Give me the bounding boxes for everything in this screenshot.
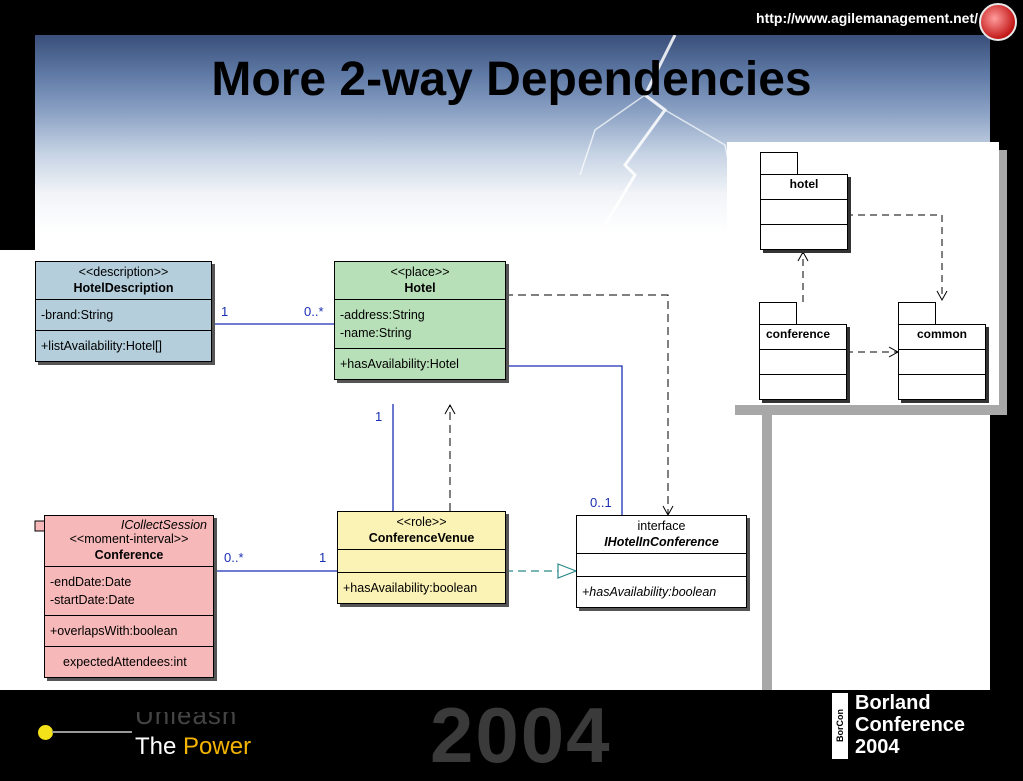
package-row [761, 200, 847, 225]
operations-section: +overlapsWith:boolean [45, 616, 213, 647]
footer-bar [0, 690, 1023, 770]
attributes-section [577, 554, 746, 577]
header-url[interactable]: http://www.agilemanagement.net/ [756, 10, 978, 26]
stereotype-label: <<moment-interval>> [69, 532, 189, 546]
class-conference-venue[interactable]: <<role>> ConferenceVenue +hasAvailabilit… [337, 511, 506, 604]
panel-shadow [999, 150, 1007, 415]
operation: +hasAvailability:boolean [343, 581, 478, 595]
dependency-hotel-interface [505, 294, 674, 517]
attribute: -brand:String [41, 308, 114, 322]
multiplicity-label: 1 [221, 304, 229, 319]
attribute: -endDate:Date [50, 575, 132, 589]
borland-conference-logo: Borland Conference 2004 [855, 692, 965, 758]
tagline-the: The [135, 733, 184, 760]
interface-ihotelinconference[interactable]: interface IHotelInConference +hasAvailab… [576, 515, 747, 608]
operations-section: +hasAvailability:Hotel [335, 349, 505, 379]
attribute: -startDate:Date [50, 593, 135, 607]
multiplicity-label: 1 [319, 550, 327, 565]
association-hotel-interface [505, 365, 623, 515]
footer-tagline: The Power [135, 733, 251, 761]
attribute: -address:String [340, 308, 425, 322]
package-row [899, 350, 985, 375]
package-row [899, 375, 985, 399]
operation: +listAvailability:Hotel[] [41, 339, 163, 353]
brand-line: 2004 [855, 736, 900, 758]
package-row [760, 350, 846, 375]
package-row [760, 375, 846, 399]
agile-logo-icon [979, 3, 1017, 41]
footer-divider [52, 731, 132, 733]
slide-title: More 2-way Dependencies [211, 53, 812, 106]
tagline-power: Power [183, 733, 252, 760]
multiplicity-label: 0..* [224, 550, 244, 565]
panel-shadow [735, 405, 1007, 415]
class-name: Hotel [404, 281, 436, 295]
stereotype-label: interface [637, 519, 686, 533]
panel-shadow [762, 412, 772, 708]
package-row [761, 225, 847, 249]
attribute: expectedAttendees:int [63, 655, 187, 669]
stereotype-label: <<description>> [78, 265, 169, 279]
class-hotel-description[interactable]: <<description>> HotelDescription -brand:… [35, 261, 212, 362]
operation: +overlapsWith:boolean [50, 624, 178, 638]
class-hotel[interactable]: <<place>> Hotel -address:String -name:St… [334, 261, 506, 380]
package-tab [759, 302, 797, 325]
stereotype-label: <<place>> [390, 265, 450, 279]
operations-section: +listAvailability:Hotel[] [36, 331, 211, 361]
multiplicity-label: 1 [375, 409, 383, 424]
package-body: conference [759, 324, 847, 400]
interface-label: ICollectSession [120, 518, 207, 532]
operations-section: +hasAvailability:boolean [338, 573, 505, 603]
operation: +hasAvailability:boolean [582, 585, 717, 599]
footer-unleash-text: Unleash [135, 700, 238, 730]
package-name: conference [760, 325, 846, 350]
class-header: ICollectSession <<moment-interval>> Conf… [45, 516, 213, 567]
attribute: -name:String [340, 326, 412, 340]
class-header: <<place>> Hotel [335, 262, 505, 300]
borland-logo-mark: BorCon [832, 693, 848, 759]
class-name: IHotelInConference [604, 535, 719, 549]
attributes-section: -brand:String [36, 300, 211, 331]
footer-year-watermark: 2004 [430, 691, 612, 779]
brand-line: Borland [855, 692, 931, 714]
attributes-section [338, 550, 505, 573]
attributes-section: -endDate:Date -startDate:Date [45, 567, 213, 616]
attributes-section: -address:String -name:String [335, 300, 505, 349]
multiplicity-label: 0..1 [590, 495, 612, 510]
class-header: <<description>> HotelDescription [36, 262, 211, 300]
class-name: ConferenceVenue [368, 531, 475, 545]
package-tab [760, 152, 798, 175]
package-body: hotel [760, 174, 848, 250]
operation: +hasAvailability:Hotel [340, 357, 459, 371]
operations-section: +hasAvailability:boolean [577, 577, 746, 607]
multiplicity-label: 0..* [304, 304, 324, 319]
class-name: Conference [94, 548, 164, 562]
class-header: interface IHotelInConference [577, 516, 746, 554]
package-body: common [898, 324, 986, 400]
stereotype-label: <<role>> [396, 515, 447, 529]
package-dependency-hotel-common [846, 214, 948, 302]
package-name: common [899, 325, 985, 350]
class-name: HotelDescription [73, 281, 174, 295]
package-name: hotel [761, 175, 847, 200]
yellow-dot-icon [38, 725, 53, 740]
class-header: <<role>> ConferenceVenue [338, 512, 505, 550]
extra-section: expectedAttendees:int [45, 647, 213, 677]
class-conference[interactable]: ICollectSession <<moment-interval>> Conf… [44, 515, 214, 678]
brand-line: Conference [855, 714, 966, 736]
package-tab [898, 302, 936, 325]
